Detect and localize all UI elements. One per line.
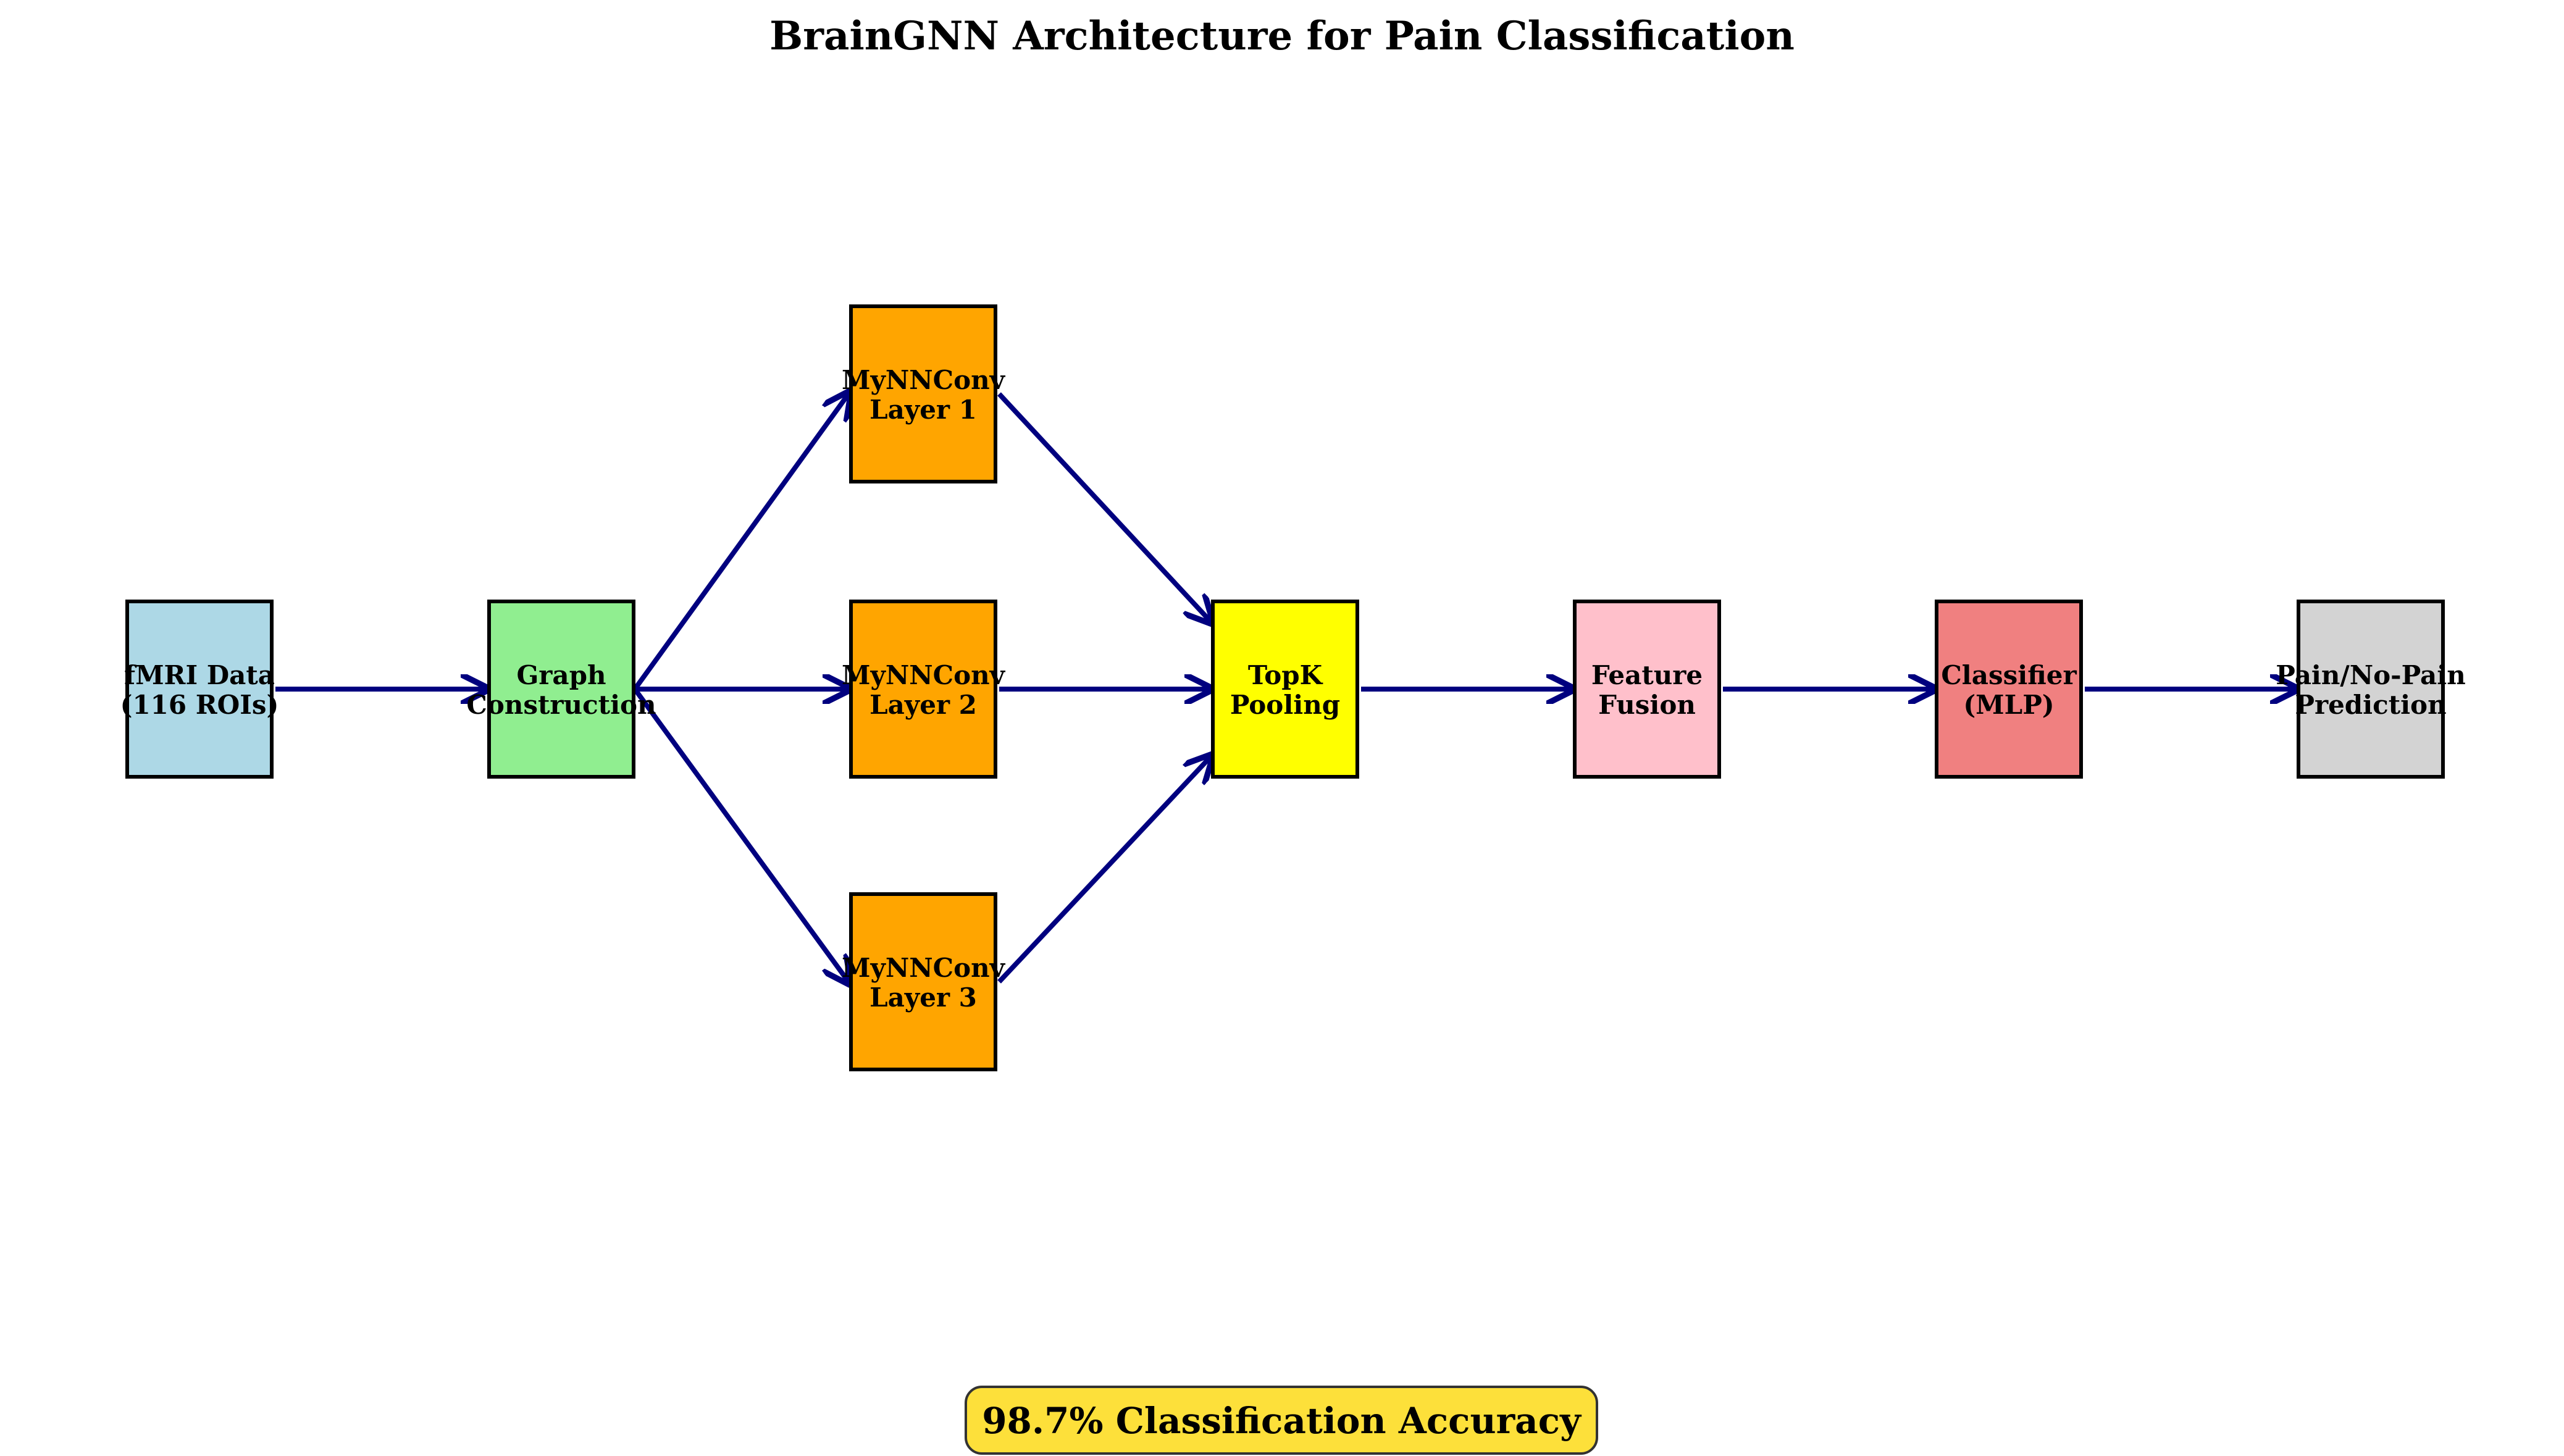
node-label-conv1-line1: MyNNConv — [842, 365, 1006, 395]
accuracy-badge: 98.7% Classification Accuracy — [965, 1386, 1598, 1455]
node-label-graph-line1: Graph — [516, 660, 606, 690]
node-box-classifier — [1935, 600, 2083, 779]
node-box-graph — [487, 600, 635, 779]
node-label-conv2-line2: Layer 2 — [869, 690, 977, 720]
accuracy-badge-text: 98.7% Classification Accuracy — [982, 1400, 1582, 1442]
node-fmri: fMRI Data(116 ROIs) — [120, 600, 279, 779]
edge-graph-to-conv3 — [632, 687, 848, 982]
nodes-layer: fMRI Data(116 ROIs)GraphConstructionMyNN… — [120, 304, 2466, 1071]
node-label-topk-line2: Pooling — [1230, 690, 1340, 720]
node-label-conv2-line1: MyNNConv — [842, 660, 1006, 690]
node-label-topk-line1: TopK — [1248, 660, 1323, 690]
edge-conv1-to-topk — [997, 392, 1210, 621]
node-box-conv3 — [849, 892, 997, 1071]
node-label-fmri-line1: fMRI Data — [124, 660, 275, 690]
edge-graph-to-conv1 — [632, 394, 848, 691]
node-label-conv3-line1: MyNNConv — [842, 953, 1006, 983]
diagram-title: BrainGNN Architecture for Pain Classific… — [769, 13, 1795, 59]
node-classifier: Classifier(MLP) — [1935, 600, 2083, 779]
accuracy-badge-box — [965, 1386, 1598, 1455]
node-box-fmri — [125, 600, 274, 779]
node-box-conv1 — [849, 304, 997, 483]
node-label-graph-line2: Construction — [466, 690, 656, 720]
node-label-conv1-line2: Layer 1 — [869, 395, 977, 425]
node-label-prediction-line1: Pain/No-Pain — [2276, 660, 2466, 690]
node-label-fusion-line2: Fusion — [1598, 690, 1696, 720]
node-label-conv3-line2: Layer 3 — [869, 982, 977, 1013]
node-box-fusion — [1573, 600, 1721, 779]
node-box-prediction — [2297, 600, 2445, 779]
node-label-classifier-line1: Classifier — [1941, 660, 2077, 690]
node-label-classifier-line2: (MLP) — [1963, 690, 2054, 720]
node-label-fusion-line1: Feature — [1591, 660, 1703, 690]
edge-conv3-to-topk — [997, 757, 1210, 984]
node-box-conv2 — [849, 600, 997, 779]
node-label-prediction-line2: Prediction — [2295, 690, 2446, 720]
node-box-topk — [1211, 600, 1359, 779]
node-label-fmri-line2: (116 ROIs) — [120, 690, 279, 720]
edges-layer — [275, 394, 2295, 982]
